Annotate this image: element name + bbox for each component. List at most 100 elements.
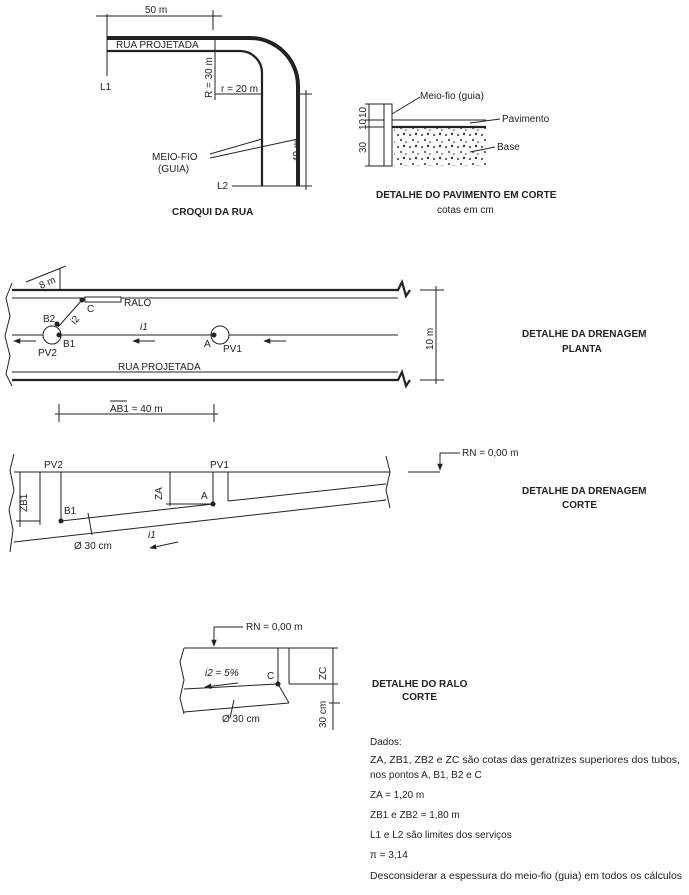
meiofio-label-2: (GUIA) xyxy=(158,164,189,175)
phi-label: Ø 30 cm xyxy=(222,714,260,725)
dados-block: Dados: ZA, ZB1, ZB2 e ZC são cotas das g… xyxy=(370,737,682,882)
pv2-label: PV2 xyxy=(44,460,63,471)
point-a xyxy=(211,332,217,338)
zb1-label: ZB1 xyxy=(19,493,30,512)
dim-30-label: 30 xyxy=(358,141,369,153)
point-c-label: C xyxy=(267,671,274,682)
dados-line-1: ZA, ZB1, ZB2 e ZC são cotas das geratriz… xyxy=(370,755,680,766)
section-break-left xyxy=(8,453,15,553)
ralo-subtitle: CORTE xyxy=(402,692,437,703)
pavimento-label: Pavimento xyxy=(502,114,550,125)
za-label: ZA xyxy=(154,487,165,500)
meiofio-label: MEIO-FIO xyxy=(152,152,198,163)
phi-dim-line xyxy=(229,699,235,719)
radius-r20-label: r = 20 m xyxy=(221,84,258,95)
point-c xyxy=(79,297,85,303)
pipe-top-downstream xyxy=(227,483,387,502)
rn-label: RN = 0,00 m xyxy=(246,622,302,633)
i2-label: i2 = 5% xyxy=(205,668,239,679)
point-b1-label: B1 xyxy=(64,506,77,517)
meiofio-guia-label: Meio-fio (guia) xyxy=(420,91,484,102)
base-layer xyxy=(394,128,486,166)
detalhe-ralo: C i2 = 5% RN = 0,00 m ZC 30 cm Ø 30 cm D… xyxy=(179,622,468,730)
i1-label: i1 xyxy=(148,530,156,541)
i1-label: i1 xyxy=(140,322,148,333)
point-c xyxy=(275,681,281,687)
pavimento-subtitle: cotas em cm xyxy=(437,205,494,216)
road-outer-curb xyxy=(107,36,300,186)
flow-arrow xyxy=(149,541,179,550)
phi-dim-line xyxy=(87,512,93,536)
section-break-right xyxy=(385,455,391,509)
curb-section xyxy=(383,103,393,167)
base-leader xyxy=(469,146,496,153)
ralo-pipe-top xyxy=(183,683,279,690)
point-a-label: A xyxy=(201,491,208,502)
drenagem-corte: PV2 PV1 B1 A ZB1 ZA Ø 30 cm i1 RN = 0,00… xyxy=(8,448,646,553)
flow-arrow xyxy=(204,682,239,690)
dados-line-5: L1 e L2 são limites dos serviços xyxy=(370,830,512,841)
croqui-title: CROQUI DA RUA xyxy=(172,207,253,218)
point-c-label: C xyxy=(87,304,94,315)
corte-title: DETALHE DA DRENAGEM xyxy=(522,486,646,497)
dim-8-line xyxy=(25,265,67,283)
plan-break-left xyxy=(4,282,13,387)
meiofio-leader xyxy=(209,138,299,159)
dim-10b-label: 10 xyxy=(358,118,369,130)
dados-line-2: nos pontos A, B1, B2 e C xyxy=(370,770,482,781)
ralo-label: RALO xyxy=(124,298,151,309)
ralo-grate xyxy=(84,296,122,303)
pv1-manhole xyxy=(210,325,230,345)
dim-30-label: 30 cm xyxy=(318,701,329,728)
pv2-label: PV2 xyxy=(38,348,57,359)
limit-l2-label: L2 xyxy=(217,181,229,192)
point-b1-label: B1 xyxy=(63,339,76,350)
croqui-da-rua: 50 m L1 RUA PROJETADA R = 30 m r = 20 m … xyxy=(96,5,312,218)
dim-50-label: 50 m xyxy=(145,5,167,16)
planta-subtitle: PLANTA xyxy=(562,344,602,355)
plan-road-top-edge xyxy=(12,278,411,299)
phi-label: Ø 30 cm xyxy=(74,541,112,552)
meiofio-leader xyxy=(391,96,421,115)
point-b2-label: B2 xyxy=(43,314,56,325)
plan-road-bottom-edge xyxy=(12,368,411,389)
detalhe-pavimento: 10 10 30 Meio-fio (guia) Pavimento Base … xyxy=(358,91,557,216)
dim-40-label: 40 m xyxy=(292,140,303,162)
pavimento-leader xyxy=(469,118,501,124)
dim-10-label: 10 m xyxy=(425,328,436,350)
base-label: Base xyxy=(497,142,520,153)
branch-pipe-b2-c xyxy=(57,299,83,328)
dados-line-6: π = 3,14 xyxy=(370,850,408,861)
road-inner-curb xyxy=(107,49,264,186)
dim-10a-label: 10 xyxy=(358,106,369,118)
point-b1 xyxy=(58,518,64,524)
ralo-break-left xyxy=(179,647,185,715)
pv1-label: PV1 xyxy=(223,344,242,355)
point-a-label: A xyxy=(204,339,211,350)
point-b1 xyxy=(56,332,62,338)
pv1-label: PV1 xyxy=(210,460,229,471)
limit-l1-label: L1 xyxy=(100,82,112,93)
radius-r30-label: R = 30 m xyxy=(204,57,215,98)
drenagem-planta: 8 m RALO C B2 i2 PV2 B1 A PV1 i1 RUA PRO… xyxy=(4,265,646,422)
point-b2 xyxy=(54,321,60,327)
dim-ab1-label: AB1 = 40 m xyxy=(110,404,163,415)
ralo-title: DETALHE DO RALO xyxy=(372,679,468,690)
road-name-label: RUA PROJETADA xyxy=(116,40,199,51)
ralo-pipe-end xyxy=(277,683,290,704)
zc-label: ZC xyxy=(318,667,329,680)
i2-label: i2 xyxy=(69,314,83,327)
pavimento-title: DETALHE DO PAVIMENTO EM CORTE xyxy=(376,190,557,201)
pipe-top-b1-a xyxy=(60,503,214,522)
dados-line-7: Desconsiderar a espessura do meio-fio (g… xyxy=(370,871,682,882)
plan-road-label: RUA PROJETADA xyxy=(118,362,201,373)
dados-line-3: ZA = 1,20 m xyxy=(370,790,424,801)
ralo-pipe-bottom xyxy=(183,702,290,713)
corte-subtitle: CORTE xyxy=(562,500,597,511)
dados-line-4: ZB1 e ZB2 = 1,80 m xyxy=(370,810,460,821)
planta-title: DETALHE DA DRENAGEM xyxy=(522,329,646,340)
dados-header: Dados: xyxy=(370,737,402,748)
rn-label: RN = 0,00 m xyxy=(462,448,518,459)
meiofio-leader xyxy=(209,138,263,155)
